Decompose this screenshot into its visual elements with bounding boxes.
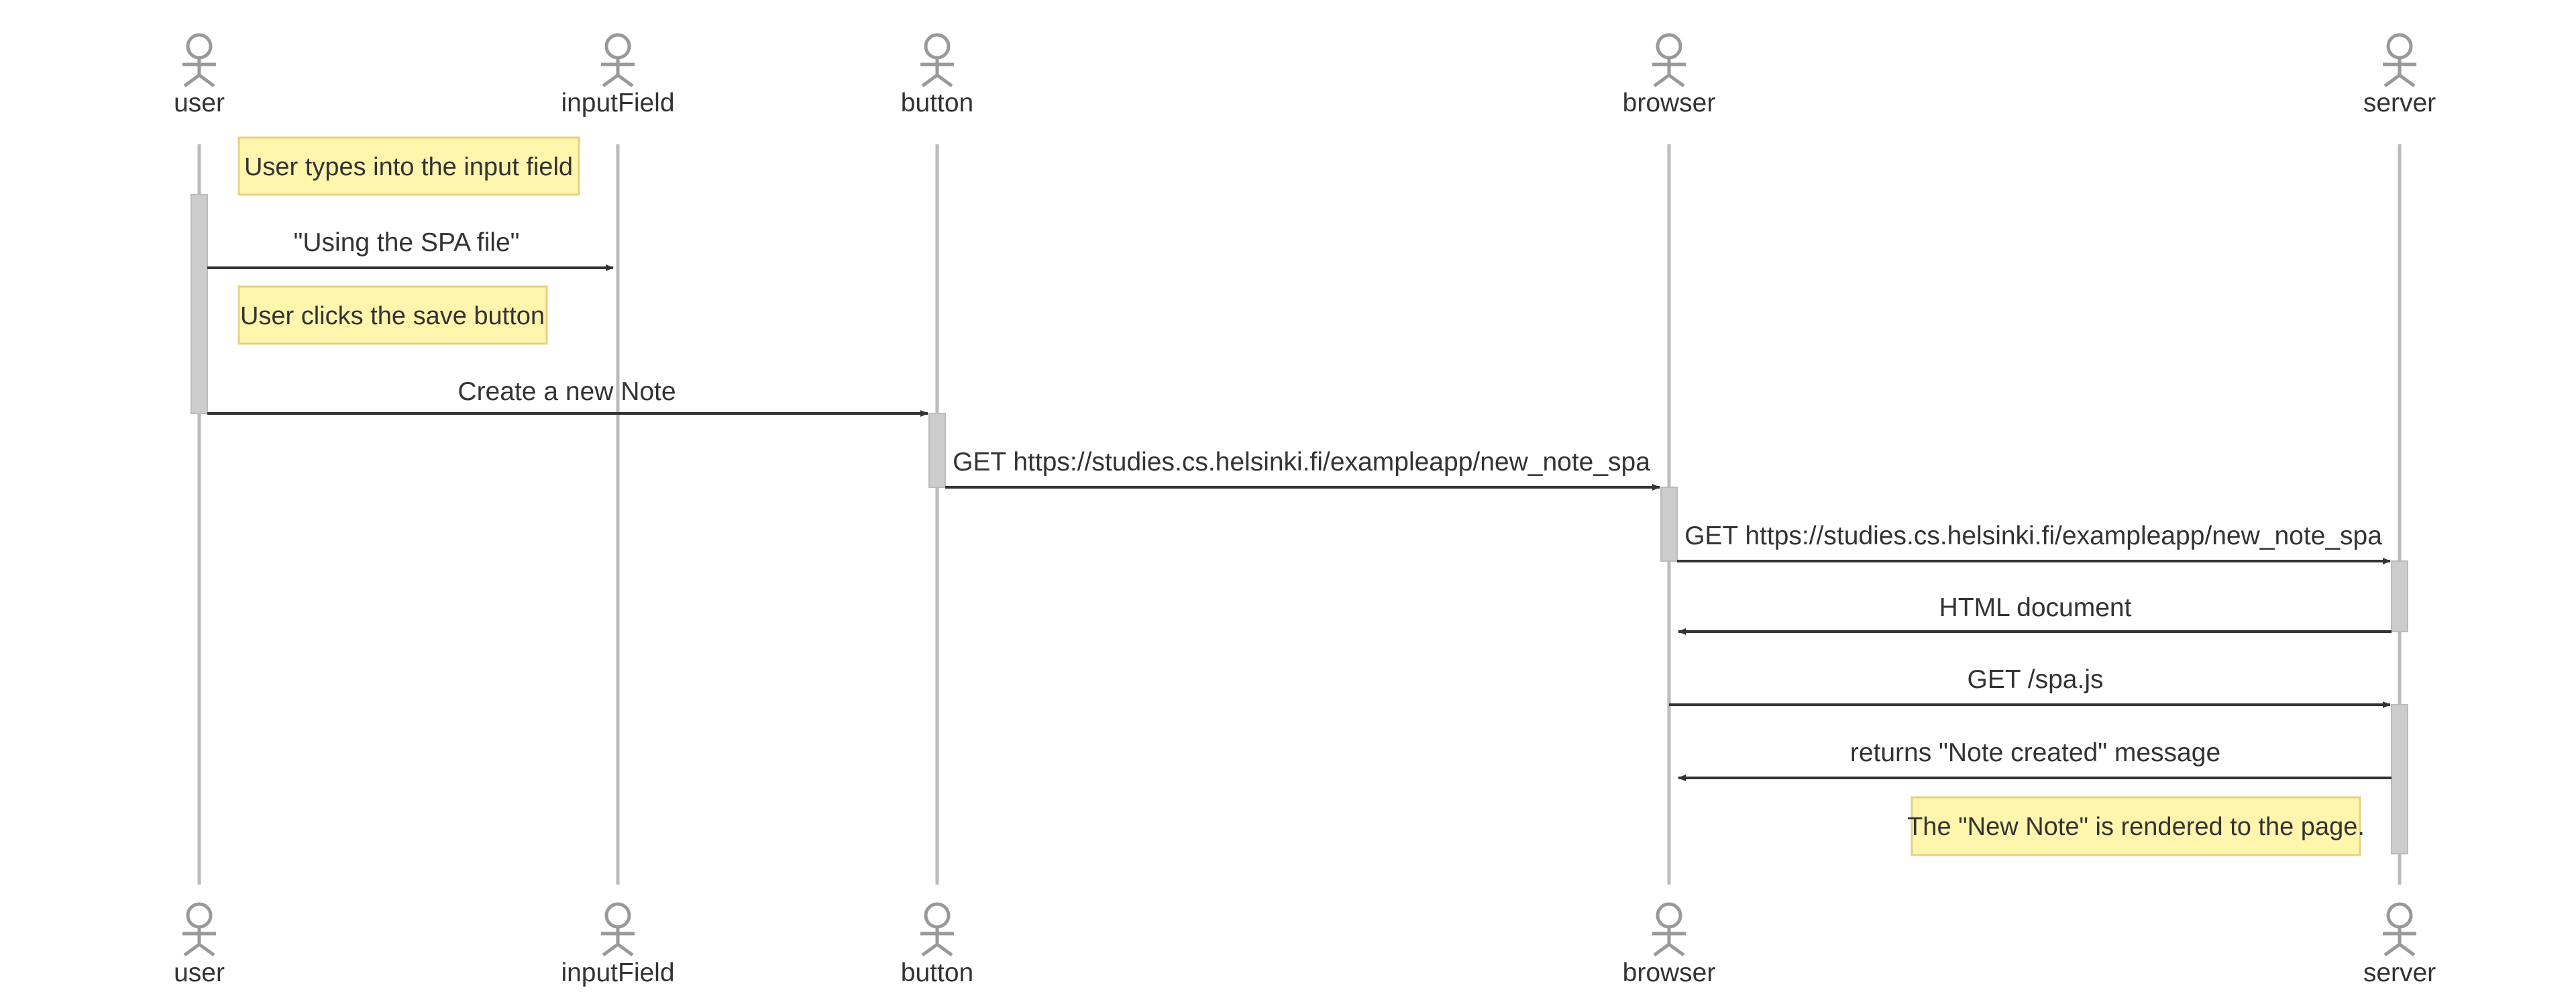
person-icon (1652, 902, 1686, 957)
actor-user-top: user (174, 33, 225, 117)
actor-label: browser (1623, 958, 1716, 987)
note-text: The "New Note" is rendered to the page. (1907, 813, 2365, 841)
activation-server-1 (2391, 560, 2408, 632)
actor-server-bottom: server (2363, 902, 2436, 987)
message-label: returns "Note created" message (1850, 738, 2220, 767)
message-label: GET https://studies.cs.helsinki.fi/examp… (1684, 521, 2382, 550)
message-using-spa-file: "Using the SPA file" (207, 228, 614, 271)
message-get-new-note-spa-server: GET https://studies.cs.helsinki.fi/examp… (1677, 521, 2391, 564)
note-box (237, 285, 548, 345)
actor-browser-bottom: browser (1623, 902, 1716, 987)
actors-bottom: user inputField button (174, 902, 2436, 987)
actor-button-bottom: button (901, 902, 973, 987)
messages: "Using the SPA file" Create a new Note G… (207, 228, 2392, 781)
message-label: GET https://studies.cs.helsinki.fi/examp… (953, 448, 1650, 477)
actors-top: user inputField button (174, 33, 2436, 117)
activation-server-2 (2391, 704, 2408, 854)
person-icon (2383, 33, 2416, 88)
note-box (1911, 796, 2361, 856)
actor-label: user (174, 958, 225, 987)
person-icon (601, 902, 635, 957)
lifelines (197, 144, 2402, 885)
note-user-types: User types into the input field (237, 136, 580, 196)
message-get-spa-js: GET /spa.js (1669, 665, 2391, 708)
activation-browser (1660, 487, 1678, 562)
message-create-new-note: Create a new Note (207, 377, 928, 417)
actor-label: server (2363, 89, 2436, 117)
actor-label: server (2363, 958, 2436, 987)
note-user-clicks: User clicks the save button (237, 285, 548, 345)
actor-inputField-bottom: inputField (561, 902, 675, 987)
message-get-new-note-spa-browser: GET https://studies.cs.helsinki.fi/examp… (945, 448, 1660, 491)
activation-button (928, 413, 946, 488)
person-icon (2383, 902, 2416, 957)
actor-inputField-top: inputField (561, 33, 675, 117)
person-icon (920, 902, 954, 957)
actor-label: inputField (561, 89, 674, 117)
person-icon (1652, 33, 1686, 88)
person-icon (601, 33, 635, 88)
activations (191, 194, 2408, 854)
actor-label: button (901, 958, 973, 987)
actor-server-top: server (2363, 33, 2436, 117)
actor-label: button (901, 89, 973, 117)
note-rendered: The "New Note" is rendered to the page. (1907, 796, 2365, 856)
message-note-created: returns "Note created" message (1678, 738, 2392, 781)
actor-browser-top: browser (1623, 33, 1716, 117)
note-box (237, 136, 580, 196)
actor-button-top: button (901, 33, 973, 117)
note-text: User types into the input field (244, 153, 573, 181)
message-label: HTML document (1939, 593, 2132, 622)
actor-label: browser (1623, 89, 1716, 117)
message-label: "Using the SPA file" (294, 228, 520, 257)
actor-label: user (174, 89, 225, 117)
note-text: User clicks the save button (240, 302, 545, 330)
person-icon (920, 33, 954, 88)
message-label: GET /spa.js (1967, 665, 2103, 694)
actor-label: inputField (561, 958, 674, 987)
activation-user (191, 194, 208, 414)
message-html-document: HTML document (1678, 593, 2392, 635)
person-icon (182, 33, 216, 88)
person-icon (182, 902, 216, 957)
actor-user-bottom: user (174, 902, 225, 987)
message-label: Create a new Note (458, 377, 676, 406)
notes: User types into the input field User cli… (237, 136, 2365, 856)
